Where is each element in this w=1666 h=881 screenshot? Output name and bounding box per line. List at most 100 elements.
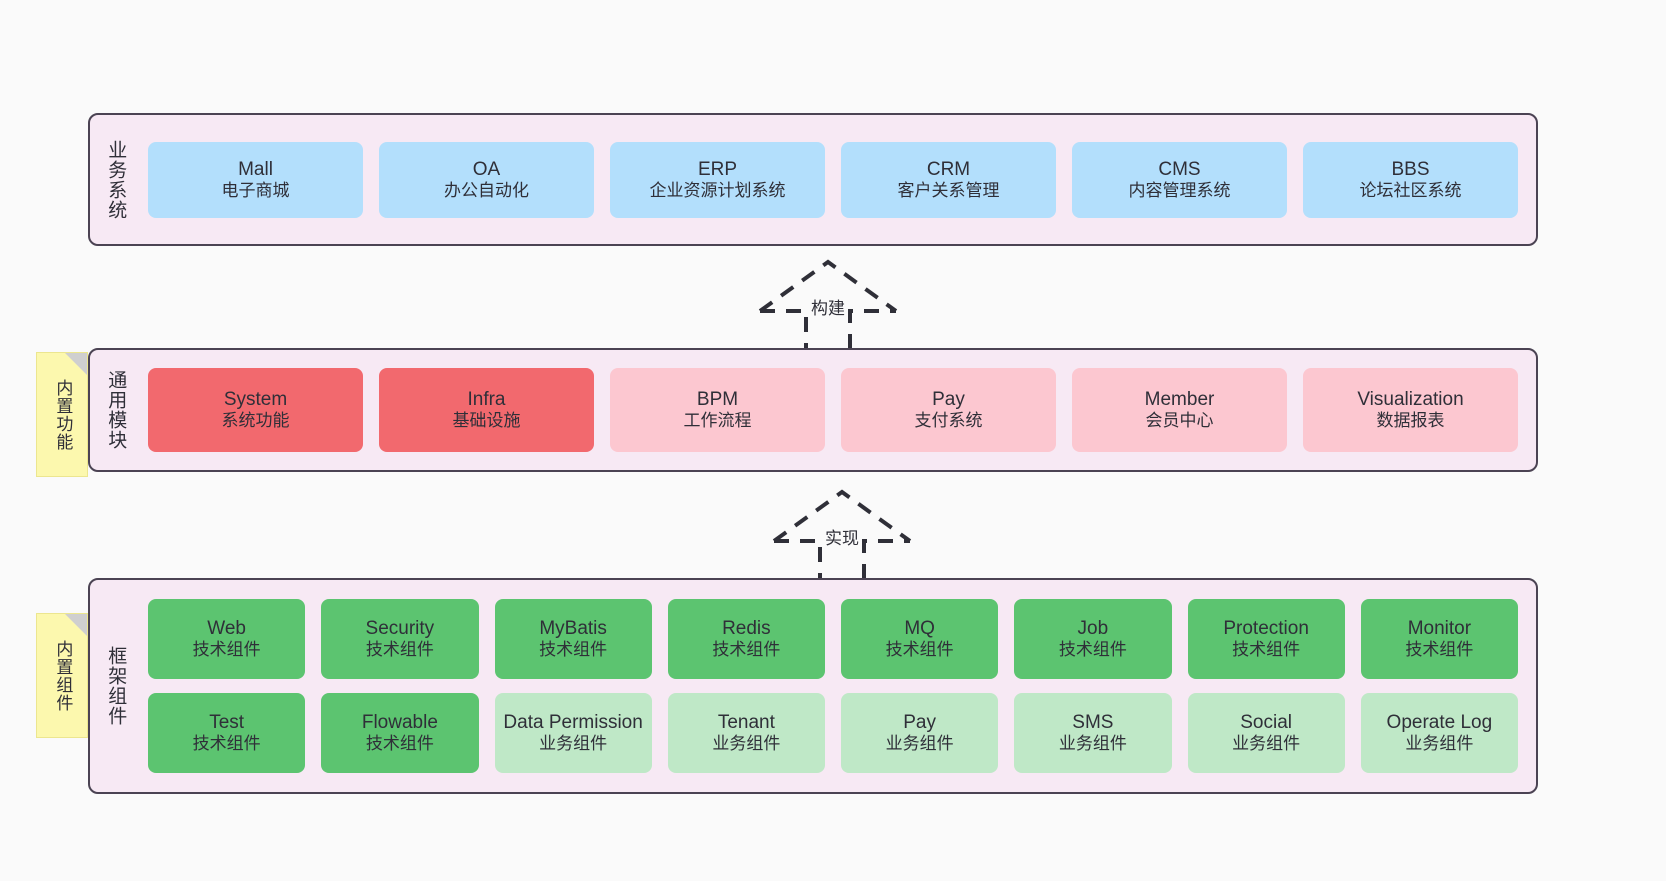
card-operate-log-en: Operate Log	[1386, 712, 1493, 734]
layer-business-system: 业务系统 Mall 电子商城 OA 办公自动化 ERP 企业资源计划系统 CRM…	[88, 113, 1538, 246]
card-data-permission[interactable]: Data Permission 业务组件	[494, 693, 652, 773]
card-cms-cn: 内容管理系统	[1128, 180, 1231, 200]
card-mall-en: Mall	[238, 158, 273, 180]
card-bbs[interactable]: BBS 论坛社区系统	[1303, 141, 1518, 218]
card-bpm[interactable]: BPM 工作流程	[610, 368, 825, 452]
card-erp-cn: 企业资源计划系统	[649, 180, 786, 200]
card-test[interactable]: Test 技术组件	[148, 693, 306, 773]
sticky-note-builtin-function-label: 内置功能	[53, 378, 73, 451]
card-security-en: Security	[365, 618, 435, 640]
card-bpm-cn: 工作流程	[683, 411, 752, 431]
card-pay-module-cn: 支付系统	[914, 411, 983, 431]
card-sms[interactable]: SMS 业务组件	[1014, 693, 1172, 773]
card-test-en: Test	[209, 712, 245, 734]
card-pay-component-en: Pay	[903, 712, 936, 734]
card-bpm-en: BPM	[696, 389, 739, 411]
card-erp-en: ERP	[697, 158, 738, 180]
card-monitor-cn: 技术组件	[1405, 640, 1474, 660]
card-crm-en: CRM	[926, 158, 971, 180]
card-cms[interactable]: CMS 内容管理系统	[1072, 141, 1287, 218]
card-cms-en: CMS	[1158, 158, 1201, 180]
card-pay-component-cn: 业务组件	[885, 734, 954, 754]
card-redis[interactable]: Redis 技术组件	[667, 599, 825, 679]
card-crm[interactable]: CRM 客户关系管理	[841, 141, 1056, 218]
card-social-en: Social	[1240, 712, 1292, 734]
card-protection[interactable]: Protection 技术组件	[1187, 599, 1345, 679]
layer-common-module-cards: System 系统功能 Infra 基础设施 BPM 工作流程 Pay 支付系统…	[140, 350, 1536, 470]
card-system-en: System	[223, 389, 288, 411]
card-job[interactable]: Job 技术组件	[1014, 599, 1172, 679]
card-sms-en: SMS	[1072, 712, 1114, 734]
framework-row-technical: Web 技术组件 Security 技术组件 MyBatis 技术组件 Redi…	[148, 599, 1518, 679]
card-oa[interactable]: OA 办公自动化	[379, 141, 594, 218]
card-operate-log[interactable]: Operate Log 业务组件	[1360, 693, 1518, 773]
arrow-build-label: 构建	[809, 294, 847, 319]
card-security[interactable]: Security 技术组件	[321, 599, 479, 679]
card-mq[interactable]: MQ 技术组件	[841, 599, 999, 679]
card-infra[interactable]: Infra 基础设施	[379, 368, 594, 452]
card-test-cn: 技术组件	[192, 734, 261, 754]
card-mall[interactable]: Mall 电子商城	[148, 141, 363, 218]
card-security-cn: 技术组件	[365, 640, 434, 660]
layer-framework-component-title: 框架组件	[105, 646, 127, 726]
card-job-en: Job	[1077, 618, 1109, 640]
arrow-implement-label: 实现	[823, 524, 861, 549]
card-mybatis-cn: 技术组件	[539, 640, 608, 660]
layer-framework-component: 框架组件 Web 技术组件 Security 技术组件 MyBatis 技术组件…	[88, 578, 1538, 794]
card-member[interactable]: Member 会员中心	[1072, 368, 1287, 452]
card-flowable[interactable]: Flowable 技术组件	[321, 693, 479, 773]
card-member-en: Member	[1144, 389, 1215, 411]
card-system-cn: 系统功能	[221, 411, 290, 431]
card-flowable-en: Flowable	[361, 712, 438, 734]
card-bbs-en: BBS	[1391, 158, 1430, 180]
card-mybatis-en: MyBatis	[539, 618, 607, 640]
card-bbs-cn: 论坛社区系统	[1359, 180, 1462, 200]
layer-common-module-title: 通用模块	[105, 370, 127, 450]
layer-framework-component-cards: Web 技术组件 Security 技术组件 MyBatis 技术组件 Redi…	[140, 580, 1536, 792]
card-social-cn: 业务组件	[1232, 734, 1301, 754]
card-system[interactable]: System 系统功能	[148, 368, 363, 452]
card-redis-en: Redis	[722, 618, 771, 640]
generalization-arrow-build: 构建	[748, 258, 908, 352]
card-sms-cn: 业务组件	[1058, 734, 1127, 754]
card-web-cn: 技术组件	[192, 640, 261, 660]
card-social[interactable]: Social 业务组件	[1187, 693, 1345, 773]
card-tenant[interactable]: Tenant 业务组件	[667, 693, 825, 773]
card-infra-cn: 基础设施	[452, 411, 521, 431]
note-fold-corner-icon	[65, 614, 87, 636]
sticky-note-builtin-component: 内置组件	[36, 613, 88, 738]
card-protection-en: Protection	[1223, 618, 1309, 640]
card-flowable-cn: 技术组件	[365, 734, 434, 754]
card-pay-module[interactable]: Pay 支付系统	[841, 368, 1056, 452]
sticky-note-builtin-component-label: 内置组件	[53, 639, 73, 712]
layer-business-system-cards: Mall 电子商城 OA 办公自动化 ERP 企业资源计划系统 CRM 客户关系…	[140, 115, 1536, 244]
layer-common-module: 通用模块 System 系统功能 Infra 基础设施 BPM 工作流程 Pay…	[88, 348, 1538, 472]
card-visualization-en: Visualization	[1357, 389, 1464, 411]
card-redis-cn: 技术组件	[712, 640, 781, 660]
card-web[interactable]: Web 技术组件	[148, 599, 306, 679]
card-oa-cn: 办公自动化	[444, 180, 529, 200]
card-mq-cn: 技术组件	[885, 640, 954, 660]
framework-row-business: Test 技术组件 Flowable 技术组件 Data Permission …	[148, 693, 1518, 773]
card-pay-component[interactable]: Pay 业务组件	[841, 693, 999, 773]
card-protection-cn: 技术组件	[1232, 640, 1301, 660]
card-mq-en: MQ	[904, 618, 935, 640]
card-monitor[interactable]: Monitor 技术组件	[1360, 599, 1518, 679]
card-pay-module-en: Pay	[932, 389, 965, 411]
card-mybatis[interactable]: MyBatis 技术组件	[494, 599, 652, 679]
card-tenant-cn: 业务组件	[712, 734, 781, 754]
card-crm-cn: 客户关系管理	[897, 180, 1000, 200]
card-web-en: Web	[207, 618, 246, 640]
layer-business-system-title: 业务系统	[105, 139, 127, 220]
card-mall-cn: 电子商城	[221, 180, 290, 200]
card-job-cn: 技术组件	[1058, 640, 1127, 660]
card-data-permission-cn: 业务组件	[539, 734, 608, 754]
card-infra-en: Infra	[467, 389, 506, 411]
card-visualization[interactable]: Visualization 数据报表	[1303, 368, 1518, 452]
card-monitor-en: Monitor	[1407, 618, 1472, 640]
card-data-permission-en: Data Permission	[503, 712, 643, 734]
generalization-arrow-implement: 实现	[762, 488, 922, 582]
card-tenant-en: Tenant	[717, 712, 775, 734]
card-oa-en: OA	[472, 158, 501, 180]
card-erp[interactable]: ERP 企业资源计划系统	[610, 141, 825, 218]
